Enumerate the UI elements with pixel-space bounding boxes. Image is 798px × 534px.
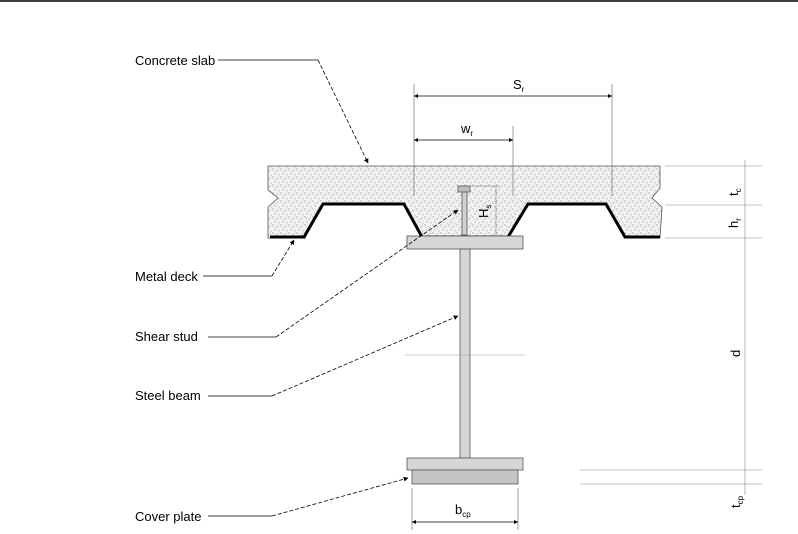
leader-shear-stud-arrow (275, 209, 459, 338)
steel-beam-label: Steel beam (135, 388, 201, 403)
tcp-label: tcp (728, 495, 745, 508)
tc-label: tc (726, 188, 743, 196)
leader-metal-deck-arrow (271, 239, 295, 277)
d-label: d (728, 350, 743, 357)
concrete-slab-label: Concrete slab (135, 53, 215, 68)
right-extension-lines (580, 160, 762, 495)
leader-cover-plate-arrow (271, 476, 409, 517)
steel-beam (406, 235, 524, 471)
hs-label: Hs (476, 205, 493, 218)
hs-dimension (470, 185, 500, 236)
wr-label: wr (460, 121, 473, 138)
shear-stud (457, 185, 471, 236)
leader-lines (203, 59, 459, 517)
sr-label: Sr (513, 77, 525, 94)
wr-dimension (414, 126, 514, 196)
cover-plate (411, 469, 519, 485)
metal-deck-label: Metal deck (135, 269, 198, 284)
cover-plate-label: Cover plate (135, 509, 201, 524)
hr-label: hr (726, 218, 743, 228)
leader-steel-beam-arrow (271, 315, 459, 397)
leader-concrete-slab-arrow (317, 59, 369, 164)
shear-stud-label: Shear stud (135, 329, 198, 344)
bcp-label: bcp (455, 502, 471, 519)
bcp-dimension (411, 488, 519, 530)
